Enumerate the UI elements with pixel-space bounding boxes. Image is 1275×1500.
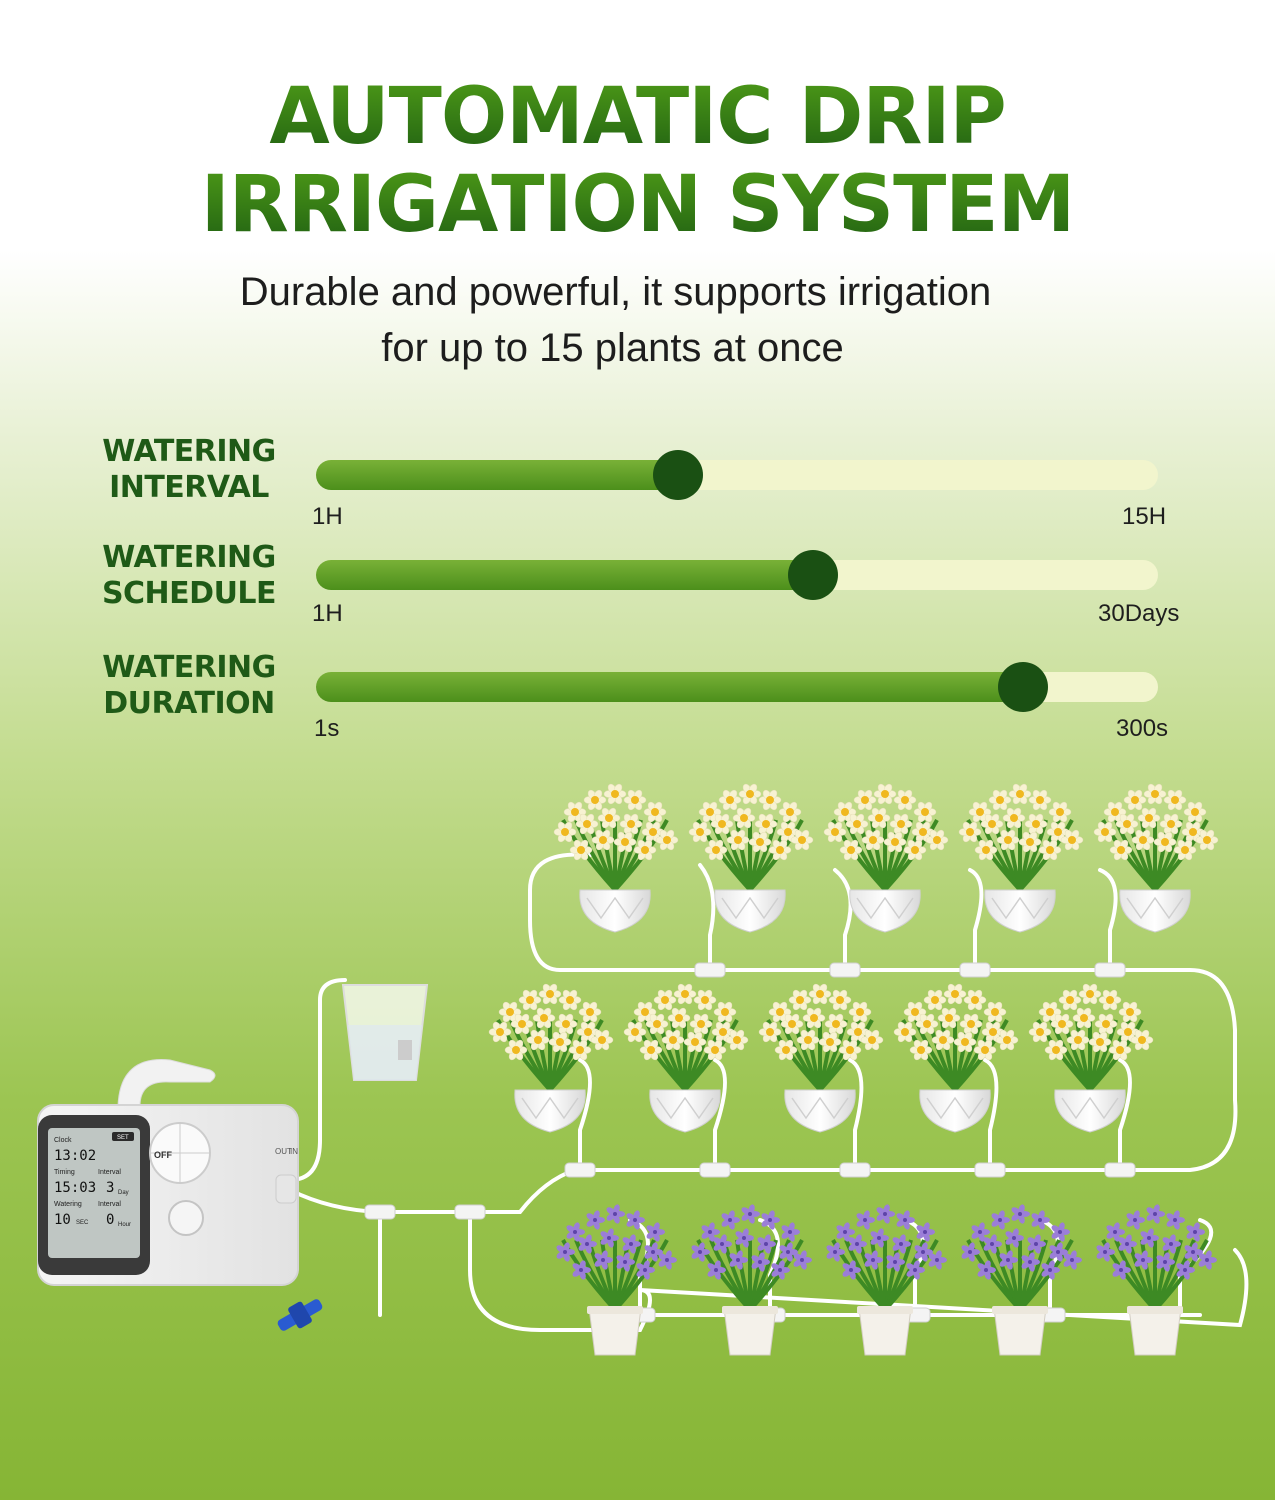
lcd-interval2-label: Interval [98, 1201, 121, 1208]
interval-slider[interactable] [316, 450, 1158, 500]
pot [1119, 889, 1191, 933]
interval-max-label: 15H [1122, 503, 1167, 530]
water-cup [341, 984, 429, 1081]
lcd-screen [48, 1128, 140, 1258]
daffodil-plant [893, 983, 1019, 1133]
daffodil-plant [623, 983, 749, 1133]
interval-slider-fill [316, 460, 699, 490]
pot [649, 1089, 721, 1133]
daffodil-plant [958, 783, 1084, 933]
pot [588, 1307, 642, 1356]
lcd-interval-value: 3 [106, 1180, 114, 1196]
lcd-timing-value: 15:03 [54, 1180, 96, 1196]
irrigation-illustration: Clock 13:02 Timing 15:03 Watering 10 SEC… [37, 783, 1249, 1356]
pot [714, 889, 786, 933]
set-button-label: SET [117, 1135, 129, 1141]
interval-slider-label: WATERING INTERVAL [60, 434, 318, 506]
pot [514, 1089, 586, 1133]
port-out-label: OUT [275, 1147, 292, 1156]
subtitle-line-2: for up to 15 plants at once [381, 326, 844, 370]
lcd-watering-unit: SEC [76, 1220, 89, 1226]
headline-line-1: AUTOMATIC DRIP [0, 72, 1275, 162]
daffodil-plant [688, 783, 814, 933]
subtitle-line-1: Durable and powerful, it supports irriga… [239, 270, 992, 314]
bellflower-plant [556, 1204, 677, 1356]
schedule-max-label: 30Days [1098, 600, 1180, 627]
bellflower-plant [691, 1204, 812, 1356]
pot [1054, 1089, 1126, 1133]
bellflower-plant [961, 1204, 1082, 1356]
lcd-interval-unit: Day [118, 1190, 129, 1196]
duration-min-label: 1s [314, 715, 340, 742]
schedule-slider-knob[interactable] [787, 550, 838, 600]
schedule-slider-fill [316, 560, 833, 590]
headline-line-2: IRRIGATION SYSTEM [0, 160, 1275, 250]
irrigation-controller[interactable]: Clock 13:02 Timing 15:03 Watering 10 SEC… [37, 1059, 299, 1286]
port-in-label: IN [290, 1147, 298, 1156]
bellflower-plant [1096, 1204, 1217, 1356]
lcd-clock-label: Clock [54, 1137, 72, 1144]
bellflower-plant [826, 1204, 947, 1356]
set-button[interactable] [112, 1132, 134, 1141]
tee-connectors [364, 962, 1136, 1323]
pot [984, 889, 1056, 933]
daffodil-plant [758, 983, 884, 1133]
lcd-watering-value: 10 [54, 1212, 71, 1228]
duration-slider-fill [316, 672, 1044, 702]
pot [579, 889, 651, 933]
interval-min-label: 1H [312, 503, 343, 530]
daffodil-plant [488, 983, 614, 1133]
schedule-slider[interactable] [316, 550, 1158, 600]
duration-slider-label: WATERING DURATION [60, 650, 318, 722]
interval-label-line-1: WATERING [102, 434, 276, 469]
lcd-interval-label: Interval [98, 1169, 121, 1176]
pot [723, 1307, 777, 1356]
pot [784, 1089, 856, 1133]
pot [993, 1307, 1047, 1356]
pot [849, 889, 921, 933]
lcd-interval2-value: 0 [106, 1212, 114, 1228]
duration-slider[interactable] [316, 662, 1158, 712]
pot [1128, 1307, 1182, 1356]
duration-slider-knob[interactable] [998, 662, 1049, 712]
duration-max-label: 300s [1116, 715, 1169, 742]
lcd-clock-value: 13:02 [54, 1148, 96, 1164]
lcd-interval2-unit: Hour [118, 1222, 131, 1228]
lcd-timing-label: Timing [54, 1169, 75, 1176]
pot [919, 1089, 991, 1133]
schedule-slider-label: WATERING SCHEDULE [60, 540, 318, 612]
duration-label-line-2: DURATION [103, 686, 275, 721]
daffodil-plant [553, 783, 679, 933]
schedule-label-line-1: WATERING [102, 540, 276, 575]
lcd-watering-label: Watering [54, 1201, 82, 1208]
check-valve-icon [277, 1299, 323, 1331]
interval-slider-knob[interactable] [653, 450, 704, 500]
interval-label-line-2: INTERVAL [109, 470, 269, 505]
daffodil-plant [1093, 783, 1219, 933]
daffodil-plant [823, 783, 949, 933]
schedule-label-line-2: SCHEDULE [101, 576, 277, 611]
adjust-knob[interactable] [168, 1200, 204, 1236]
pot [858, 1307, 912, 1356]
plant-grid [488, 783, 1219, 1356]
duration-label-line-1: WATERING [102, 650, 276, 685]
daffodil-plant [1028, 983, 1154, 1133]
schedule-min-label: 1H [312, 600, 343, 627]
dial-off-label: OFF [154, 1150, 172, 1160]
